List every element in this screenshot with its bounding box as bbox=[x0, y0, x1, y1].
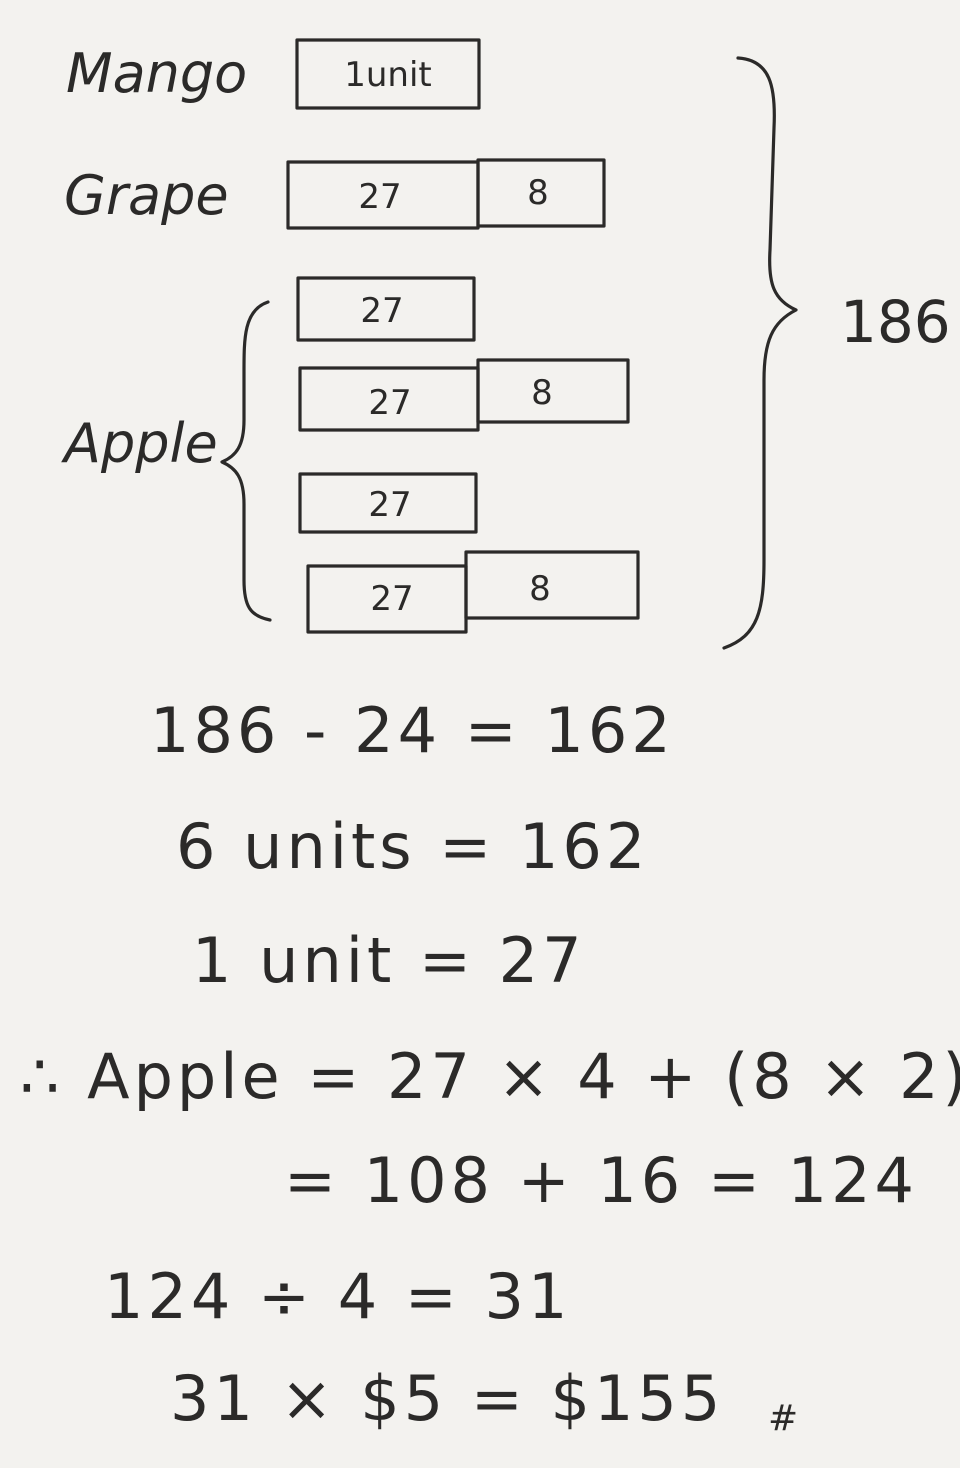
mango-bar: 1unit bbox=[295, 38, 481, 110]
working-line-6: 124 ÷ 4 = 31 bbox=[104, 1260, 571, 1333]
mango-unit-text: 1unit bbox=[344, 55, 432, 95]
apple-bar-2: 27 8 bbox=[298, 358, 630, 432]
total-value: 186 bbox=[840, 288, 951, 356]
working-line-2: 6 units = 162 bbox=[176, 810, 649, 883]
grape-extra-text: 8 bbox=[527, 173, 549, 213]
grape-label: Grape bbox=[64, 164, 229, 227]
apple-bar-3-unit-text: 27 bbox=[368, 485, 411, 525]
apple-label: Apple bbox=[61, 412, 218, 475]
total-brace bbox=[722, 56, 798, 650]
apple-bar-1-unit-text: 27 bbox=[360, 291, 403, 331]
apple-bar-1: 27 bbox=[296, 276, 476, 342]
working-line-3: 1 unit = 27 bbox=[192, 924, 586, 997]
working-line-7: 31 × $5 = $155 bbox=[170, 1362, 724, 1435]
apple-bar-2-extra-text: 8 bbox=[531, 373, 553, 413]
apple-brace bbox=[220, 300, 272, 622]
apple-bar-4-unit-text: 27 bbox=[370, 579, 413, 619]
working-line-5: = 108 + 16 = 124 bbox=[284, 1144, 918, 1217]
apple-bar-2-unit-text: 27 bbox=[368, 383, 411, 423]
apple-bar-3: 27 bbox=[298, 472, 478, 534]
working-line-4: ∴ Apple = 27 × 4 + (8 × 2) bbox=[20, 1040, 960, 1113]
working-line-1: 186 - 24 = 162 bbox=[150, 694, 675, 767]
apple-bar-4-extra-text: 8 bbox=[529, 569, 551, 609]
apple-bar-4: 27 8 bbox=[306, 550, 640, 634]
grape-bar: 27 8 bbox=[286, 158, 606, 230]
grape-unit-text: 27 bbox=[358, 177, 401, 217]
end-mark: # bbox=[768, 1398, 798, 1439]
mango-label: Mango bbox=[66, 42, 247, 105]
